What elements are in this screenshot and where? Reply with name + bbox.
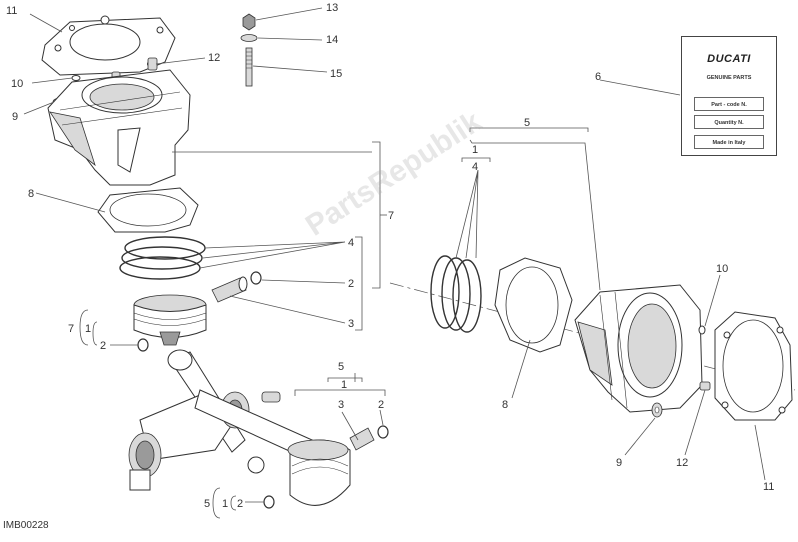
piston-left <box>133 294 207 346</box>
card-row-origin: Made in Italy <box>694 135 764 149</box>
callout-labels: 11 12 10 9 13 14 15 8 4 2 3 7 7 1 2 5 1 … <box>6 2 774 510</box>
callout-7-right: 7 <box>388 210 394 222</box>
card-row-quantity: Quantity N. <box>694 115 764 129</box>
head-gasket-right <box>714 311 793 421</box>
brackets <box>79 127 589 519</box>
leader-lines <box>23 7 766 503</box>
callout-1-left: 1 <box>85 323 91 335</box>
card-subtitle: GENUINE PARTS <box>706 75 752 81</box>
callout-5-right: 5 <box>524 117 530 129</box>
piston-bottom <box>287 439 351 506</box>
callout-1-mid: 1 <box>341 379 347 391</box>
callout-10-left: 10 <box>11 78 23 90</box>
callout-3-left: 3 <box>348 318 354 330</box>
circlip-mid <box>377 425 389 439</box>
circlip-bottom <box>263 495 275 509</box>
cylinder-right <box>574 284 703 413</box>
callout-2-left: 2 <box>348 278 354 290</box>
piston-pin-mid <box>349 427 375 451</box>
callout-2-left-lower: 2 <box>100 340 106 352</box>
callout-8-right: 8 <box>502 399 508 411</box>
callout-10-right: 10 <box>716 263 728 275</box>
callout-11-top: 11 <box>6 5 17 17</box>
base-gasket-left <box>97 187 199 233</box>
callout-1-bottom: 1 <box>222 498 228 510</box>
diagram-code: IMB00228 <box>3 520 49 531</box>
callout-3-mid: 3 <box>338 399 344 411</box>
callout-15: 15 <box>330 68 342 80</box>
callout-8-left: 8 <box>28 188 34 200</box>
callout-12-right: 12 <box>676 457 688 469</box>
cylinder-left <box>47 69 191 186</box>
oring-left <box>71 75 81 81</box>
head-gasket-left <box>41 15 176 76</box>
stud-nut-washer <box>240 13 258 87</box>
callout-7-left: 7 <box>68 323 74 335</box>
base-gasket-right <box>494 257 573 353</box>
callout-5-bottom: 5 <box>204 498 210 510</box>
callout-4-left: 4 <box>348 237 354 249</box>
washer-right <box>651 402 663 418</box>
circlip-left <box>250 271 262 285</box>
callout-4-right: 4 <box>472 161 478 173</box>
callout-1-right: 1 <box>472 144 478 156</box>
card-row-part-code: Part - code N. <box>694 97 764 111</box>
callout-2-bottom: 2 <box>237 498 243 510</box>
genuine-parts-card: DUCATI GENUINE PARTS Part - code N. Quan… <box>681 36 777 156</box>
piston-rings-left <box>119 236 206 280</box>
callout-13: 13 <box>326 2 338 14</box>
callout-2-mid: 2 <box>378 399 384 411</box>
callout-12-top: 12 <box>208 52 220 64</box>
callout-5-mid: 5 <box>338 361 344 373</box>
callout-6: 6 <box>595 71 601 83</box>
callout-9-left: 9 <box>12 111 18 123</box>
callout-11-right: 11 <box>763 481 774 493</box>
dowel-pin-right <box>699 381 711 391</box>
circlip-left-lower <box>137 338 149 352</box>
oring-right <box>698 325 706 335</box>
brand-logo: DUCATI <box>707 53 751 65</box>
callout-14: 14 <box>326 34 338 46</box>
callout-9-right: 9 <box>616 457 622 469</box>
piston-pin-left <box>211 276 248 303</box>
piston-rings-right <box>430 255 482 333</box>
